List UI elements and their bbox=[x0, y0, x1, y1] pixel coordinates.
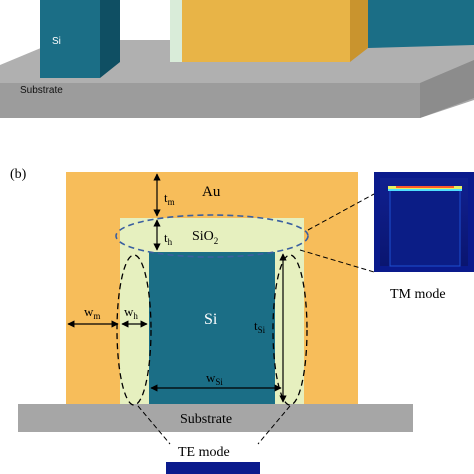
te-mode-inset bbox=[166, 462, 260, 474]
te-mode-label: TE mode bbox=[178, 445, 230, 460]
tm-leader-bottom bbox=[299, 249, 375, 273]
substrate-label-b: Substrate bbox=[180, 412, 232, 427]
te-mode-region-left bbox=[116, 254, 152, 406]
panel-label-b: (b) bbox=[10, 167, 27, 182]
si-label-a: Si bbox=[52, 36, 61, 47]
tm-leader-top bbox=[307, 193, 375, 231]
si-label-b: Si bbox=[204, 311, 218, 328]
au-label: Au bbox=[202, 184, 221, 200]
tm-mode-inset bbox=[374, 172, 474, 272]
w-si-label: wSi bbox=[206, 370, 223, 387]
tm-mode-label: TM mode bbox=[390, 287, 446, 302]
panel-b: (b) Au SiO2 Si Substrate tm th wm wh tSi… bbox=[10, 167, 474, 474]
substrate-label-a: Substrate bbox=[20, 85, 63, 96]
te-leader-right bbox=[257, 405, 291, 445]
substrate-region bbox=[18, 404, 413, 432]
te-mode-region-right bbox=[272, 254, 308, 406]
w-m-label: wm bbox=[84, 304, 100, 321]
t-m-label: tm bbox=[164, 190, 175, 207]
sio2-strip-3d bbox=[170, 0, 182, 62]
si-core bbox=[149, 252, 275, 404]
panel-a: Si Substrate bbox=[0, 0, 474, 118]
sio2-label: SiO2 bbox=[192, 229, 218, 246]
w-h-label: wh bbox=[124, 304, 138, 321]
t-h-label: th bbox=[164, 230, 173, 247]
tm-mode-region bbox=[115, 214, 309, 258]
si-block-right bbox=[368, 0, 474, 48]
au-block-side bbox=[350, 0, 368, 62]
substrate-side-3d bbox=[420, 60, 474, 118]
substrate-face-3d bbox=[0, 83, 420, 118]
si-block-side bbox=[100, 0, 120, 78]
si-block-front bbox=[40, 0, 100, 78]
t-si-label: tSi bbox=[254, 318, 266, 335]
te-leader-left bbox=[137, 405, 171, 445]
au-block-front bbox=[182, 0, 350, 62]
